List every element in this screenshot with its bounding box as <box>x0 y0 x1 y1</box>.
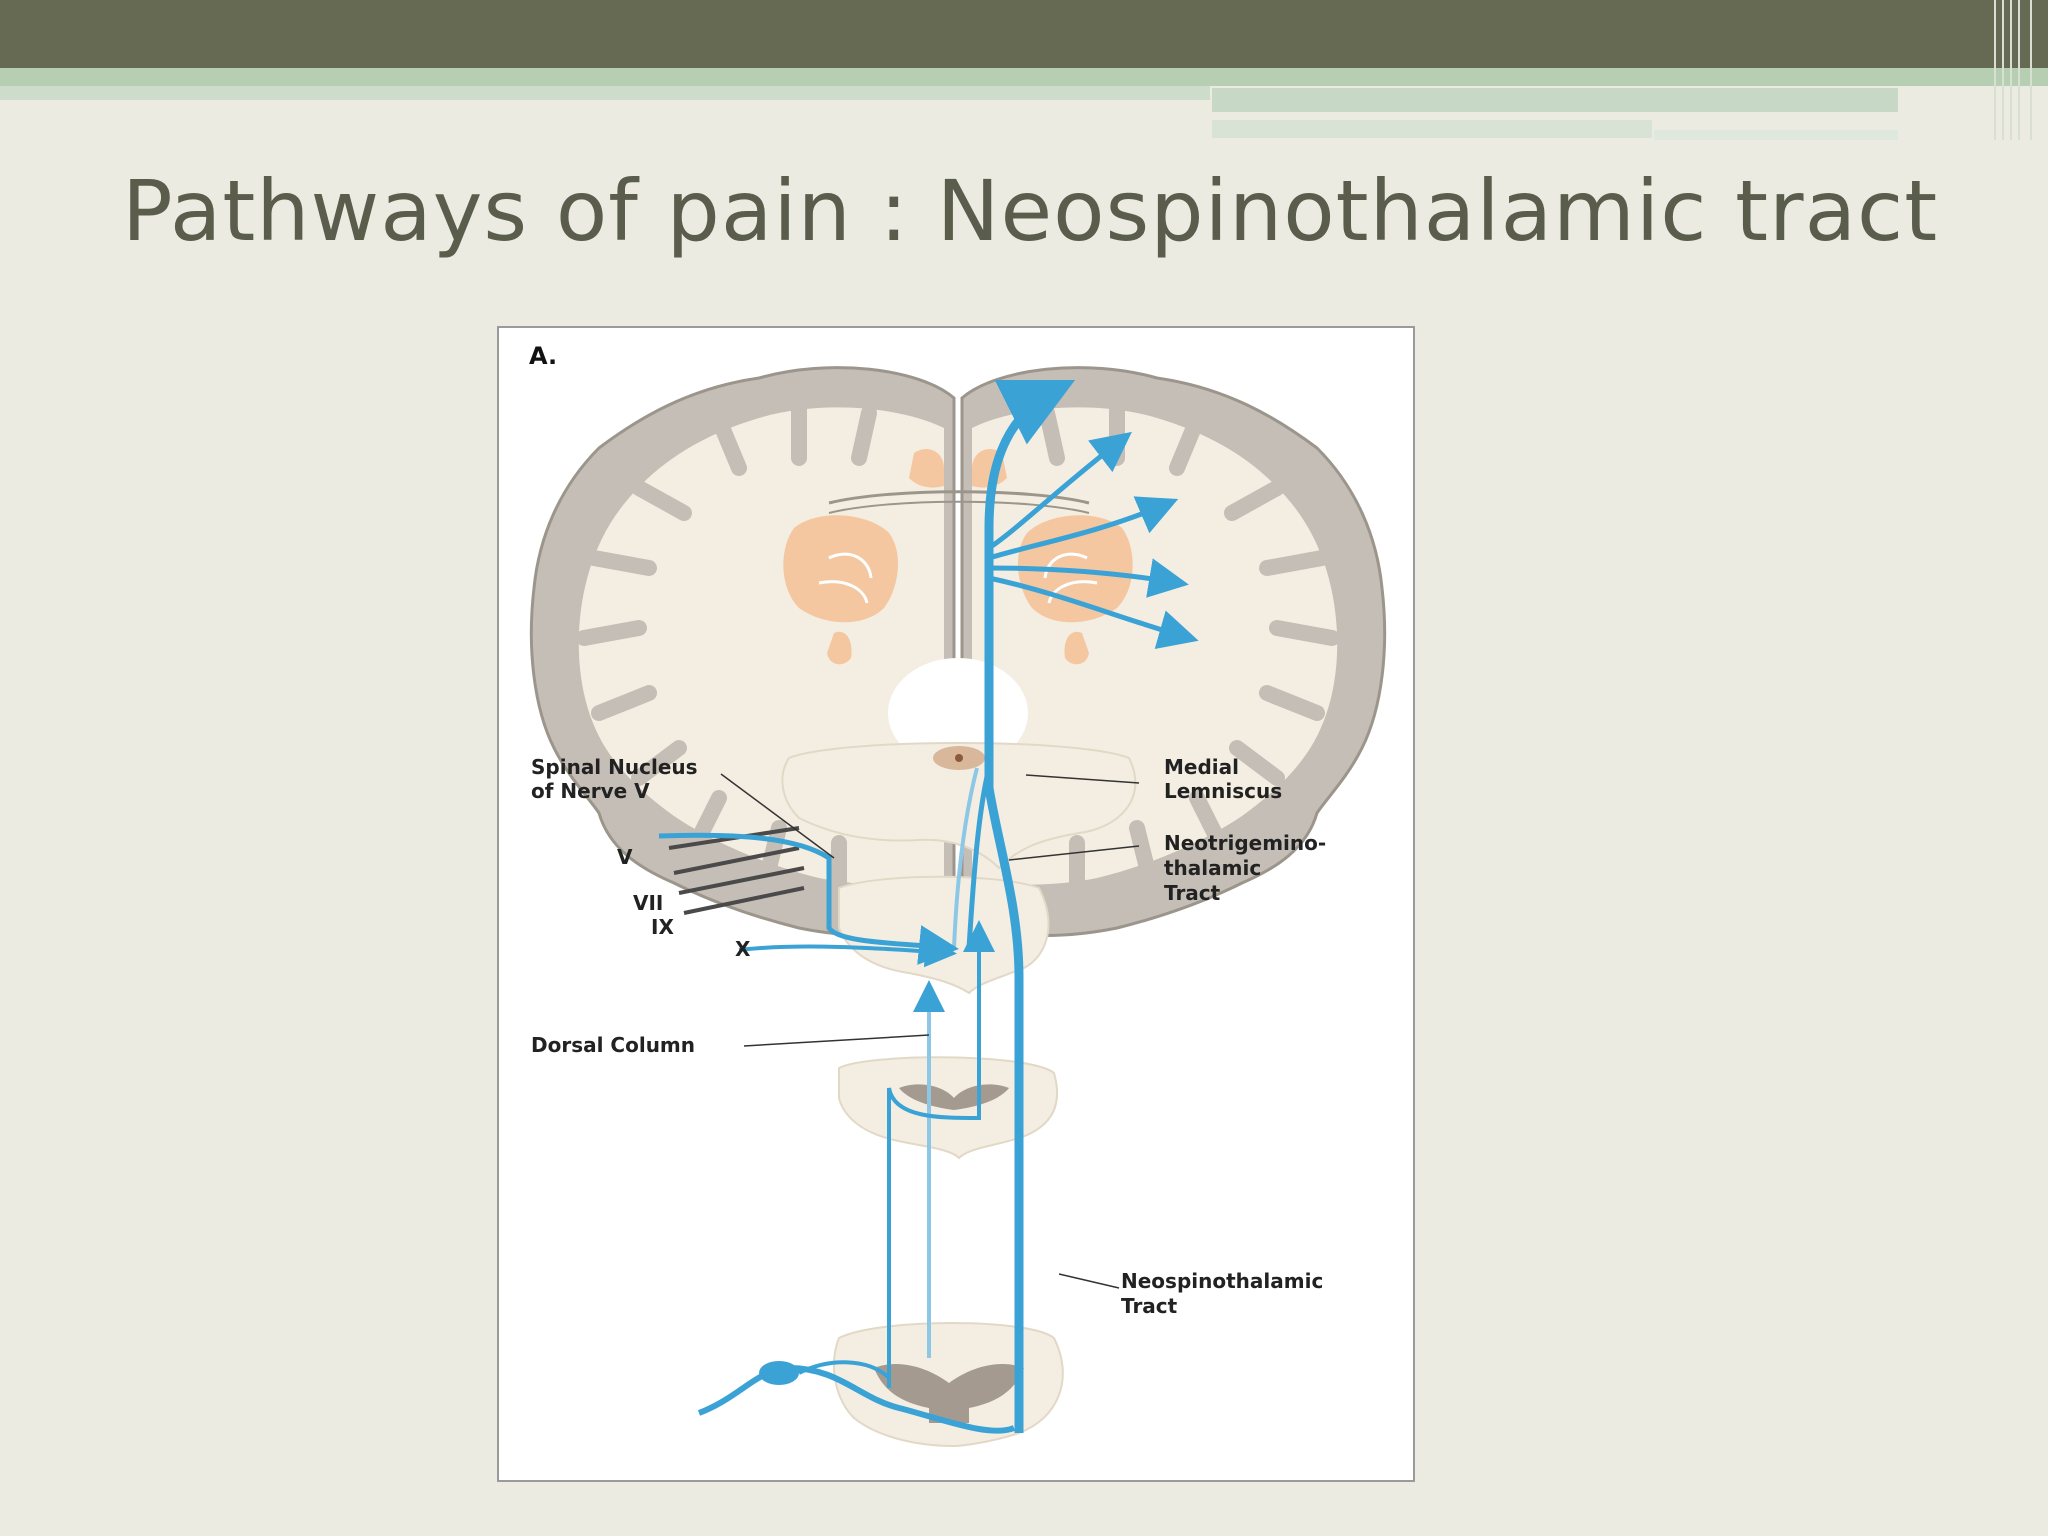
brainstem-sections <box>781 742 1137 1448</box>
label-neospinothalamic-line2: Tract <box>1121 1294 1178 1318</box>
neospinothalamic-tract <box>984 379 1076 1433</box>
header-band-light <box>0 68 2048 86</box>
header-band-dark <box>0 0 2048 68</box>
label-medial-lemniscus-line1: Medial <box>1164 755 1239 779</box>
tract-lines <box>658 379 1199 1434</box>
label-nerve-vii: VII <box>633 891 663 915</box>
label-nerve-ix: IX <box>651 915 674 939</box>
pain-pathway-figure: A. <box>497 326 1415 1482</box>
leader-lines <box>720 773 1140 1289</box>
panel-letter: A. <box>529 342 557 370</box>
header-band-light <box>0 86 1210 100</box>
label-neotrigemino-line1: Neotrigemino- <box>1164 831 1326 855</box>
label-nerve-x: X <box>735 937 751 961</box>
label-neotrigemino-line2: thalamic <box>1164 856 1261 880</box>
header-band-light <box>1654 130 1898 140</box>
label-spinal-nucleus-line1: Spinal Nucleus <box>531 755 698 779</box>
neospinothalamic-diagram: A. <box>529 342 1387 1448</box>
header-edge-lines <box>1990 0 2048 140</box>
label-spinal-nucleus-line2: of Nerve V <box>531 779 650 803</box>
header-band-light <box>1212 120 1652 138</box>
slide-title: Pathways of pain : Neospinothalamic trac… <box>122 162 1939 260</box>
label-neotrigemino-line3: Tract <box>1164 881 1221 905</box>
label-nerve-v: V <box>617 845 633 869</box>
left-thalamus <box>783 515 899 623</box>
figure-labels: Spinal Nucleus of Nerve V V VII IX X Dor… <box>531 755 1326 1318</box>
label-medial-lemniscus-line2: Lemniscus <box>1164 779 1282 803</box>
label-dorsal-column: Dorsal Column <box>531 1033 695 1057</box>
midbrain-section <box>781 742 1137 870</box>
label-neospinothalamic-line1: Neospinothalamic <box>1121 1269 1323 1293</box>
header-band-light <box>1212 88 1898 112</box>
lateral-ventricle-left <box>909 448 944 488</box>
